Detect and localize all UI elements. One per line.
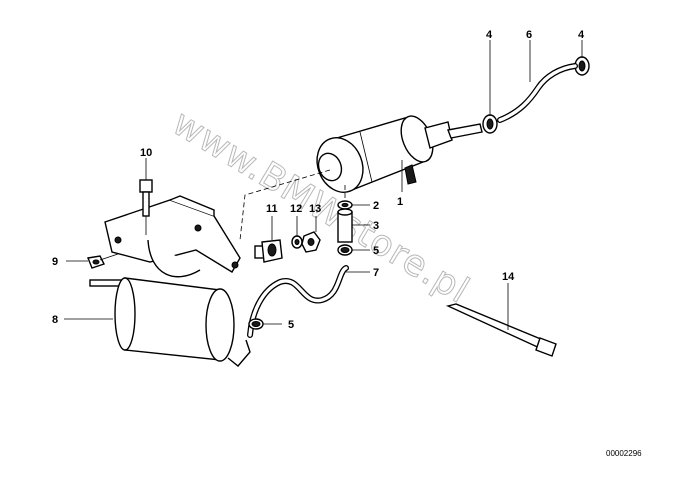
mounting-bracket bbox=[104, 195, 241, 278]
callout-9: 9 bbox=[52, 256, 58, 268]
check-valve bbox=[254, 239, 283, 263]
callout-10: 10 bbox=[140, 147, 152, 159]
callout-2: 2 bbox=[373, 200, 379, 212]
callout-14: 14 bbox=[502, 271, 515, 283]
hose-clamp-lower bbox=[248, 318, 264, 330]
callout-7: 7 bbox=[373, 267, 379, 279]
retaining-strap bbox=[445, 303, 557, 357]
hose-clamp-middle bbox=[337, 244, 353, 256]
callout-5-left: 5 bbox=[288, 319, 294, 331]
document-number: 00002296 bbox=[606, 449, 642, 458]
callout-8: 8 bbox=[52, 314, 58, 326]
fuel-hose-upper bbox=[497, 63, 578, 123]
callout-1: 1 bbox=[397, 196, 403, 208]
hose-clamp-upper-right bbox=[574, 56, 590, 76]
bolt bbox=[139, 179, 153, 235]
callout-12: 12 bbox=[290, 203, 302, 215]
hex-nut bbox=[301, 231, 321, 253]
washer bbox=[291, 235, 303, 249]
hose-clamp-upper-left bbox=[482, 114, 498, 134]
callout-5-right: 5 bbox=[373, 245, 379, 257]
accumulator-canister bbox=[89, 277, 251, 367]
leader-lines bbox=[64, 40, 583, 330]
nut bbox=[87, 253, 119, 269]
callout-4-right: 4 bbox=[578, 29, 585, 41]
assembly-line-pump-bracket bbox=[239, 169, 331, 241]
callout-6: 6 bbox=[526, 29, 532, 41]
callout-13: 13 bbox=[309, 203, 321, 215]
fuel-pump bbox=[316, 115, 483, 193]
connecting-pipe bbox=[337, 208, 353, 243]
callout-11: 11 bbox=[266, 203, 278, 215]
callout-3: 3 bbox=[373, 220, 379, 232]
sealing-ring bbox=[337, 200, 353, 210]
callout-4-left: 4 bbox=[486, 29, 493, 41]
fuel-hose-lower bbox=[247, 265, 349, 338]
